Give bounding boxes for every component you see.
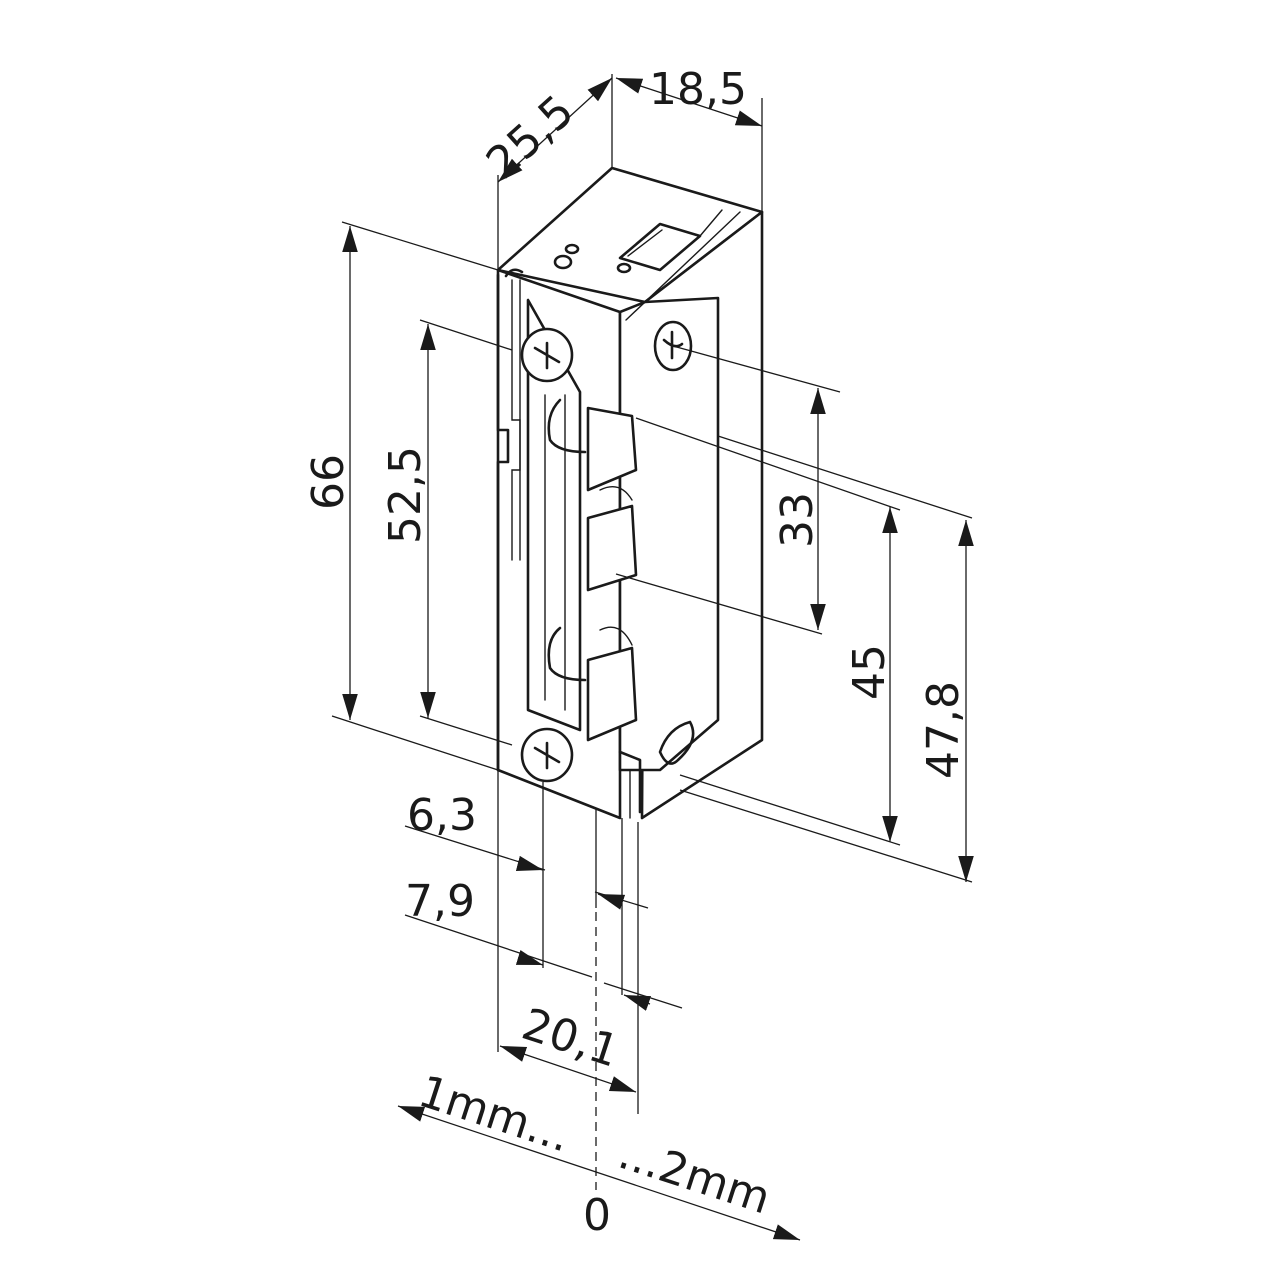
dim-overall-height-label: 66 (303, 454, 354, 510)
adjust-left-label: 1mm... (413, 1066, 577, 1163)
dim-latch-offset-label: 7,9 (405, 876, 475, 927)
adjust-right-label: ...2mm (613, 1128, 777, 1225)
adjust-zero-label: 0 (583, 1190, 611, 1241)
dimension-lines (331, 74, 974, 1241)
strike-body (496, 166, 764, 820)
latch-bolts (547, 398, 638, 742)
dim-latch-opening-label: 45 (844, 644, 895, 700)
lower-hook (658, 720, 695, 765)
dim-depth-label: 25,5 (477, 85, 584, 188)
mounting-flange (496, 273, 510, 772)
dim-faceplate-height-label: 47,8 (918, 681, 969, 779)
top-hole-1 (553, 254, 573, 270)
dim-screw-spacing-label: 52,5 (380, 446, 431, 544)
top-hole-2 (564, 243, 580, 255)
top-hole-3 (616, 262, 632, 274)
dim-total-width-label: 20,1 (516, 999, 625, 1078)
dim-width-top-label: 18,5 (649, 64, 747, 115)
dim-latch-center-label: 33 (772, 492, 823, 548)
dim-screw-offset-label: 6,3 (407, 790, 477, 841)
screw-top[interactable] (520, 327, 574, 383)
screw-bottom[interactable] (520, 727, 574, 783)
